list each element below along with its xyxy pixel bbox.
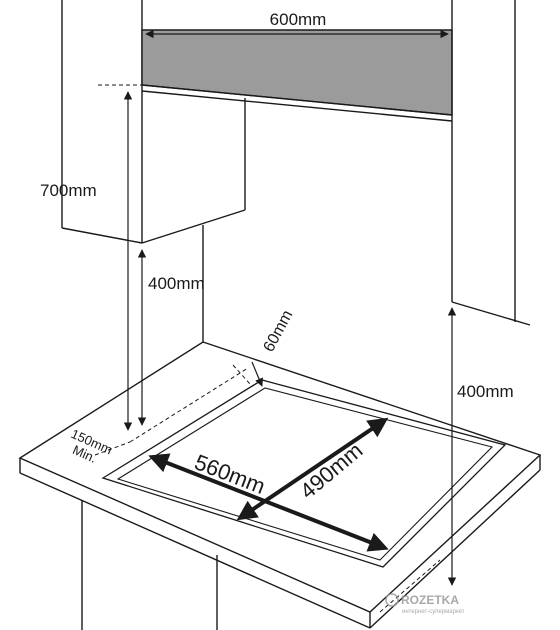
label-cabinet-height-left: 400mm [148, 274, 205, 293]
rozetka-logo-icon [385, 593, 399, 607]
label-cutout-depth: 490mm [295, 438, 367, 504]
watermark-tagline: интернет-супермаркет [402, 609, 465, 615]
label-hood-width: 600mm [270, 10, 327, 29]
rozetka-watermark: ROZETKA интернет-супермаркет [385, 593, 465, 615]
label-cutout-width: 560mm [191, 449, 268, 499]
label-side-clearance: 150mm Min. [69, 426, 115, 466]
base-cabinet [81, 500, 218, 630]
label-cabinet-height-right: 400mm [457, 382, 514, 401]
reference-dashes [94, 84, 441, 613]
range-hood [141, 29, 453, 122]
cutout-depth-arrow [236, 417, 389, 521]
dimension-60-arrow [251, 361, 263, 387]
label-back-clearance: 60mm [261, 308, 297, 355]
watermark-brand: ROZETKA [401, 593, 459, 607]
side-wall [451, 0, 531, 326]
label-hood-height: 700mm [40, 181, 97, 200]
